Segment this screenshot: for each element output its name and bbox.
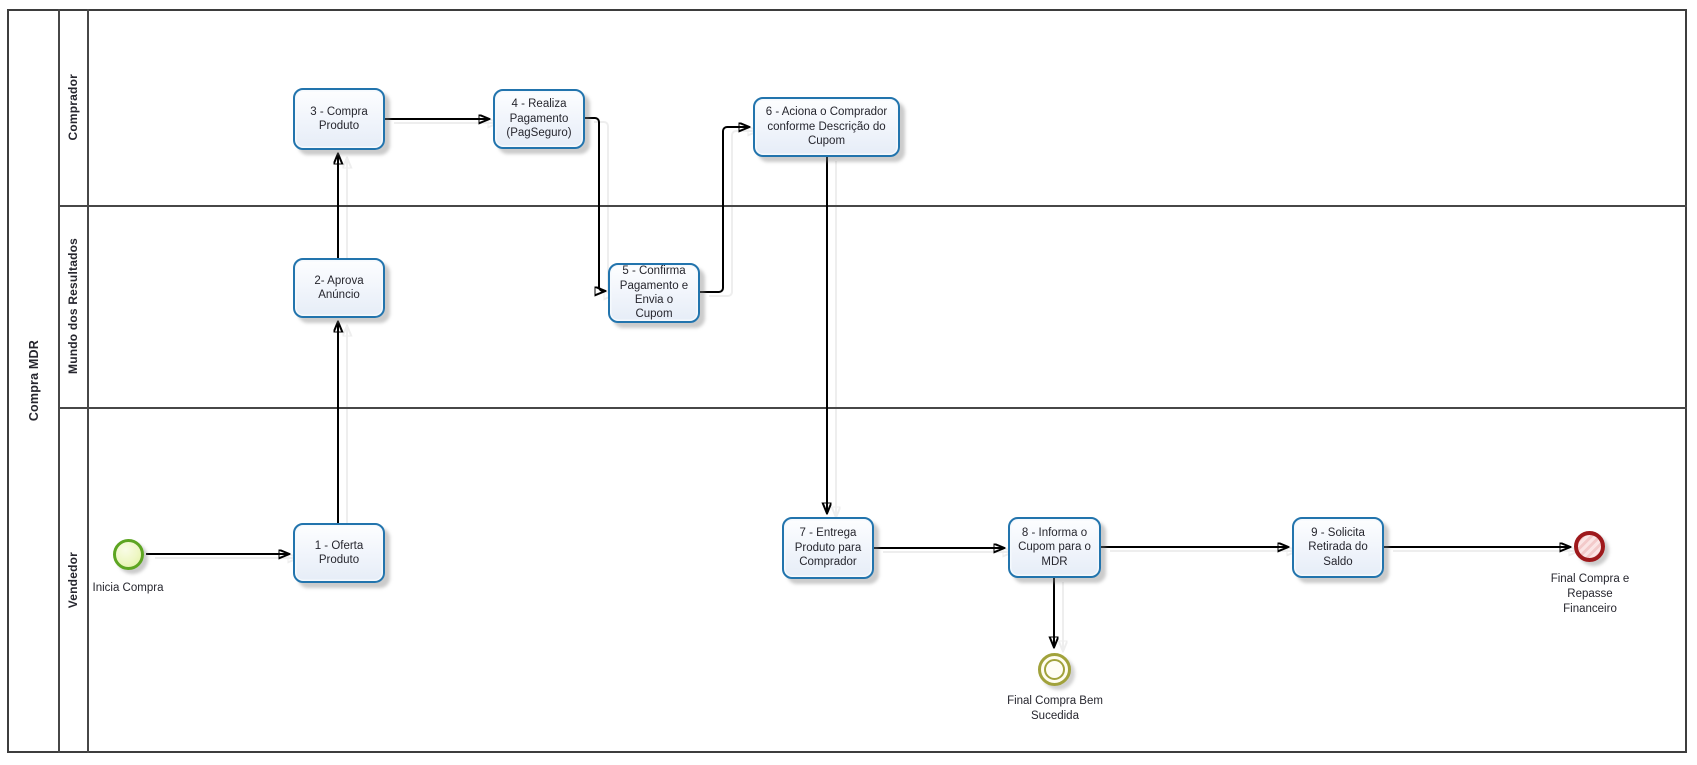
- task-label: 9 - Solicita Retirada do Saldo: [1308, 526, 1368, 568]
- task-7-entrega-produto[interactable]: 7 - Entrega Produto para Comprador: [782, 517, 874, 579]
- lane-name-divider: [87, 9, 89, 753]
- task-label: 5 - Confirma Pagamento e Envia o Cupom: [619, 265, 689, 321]
- pool-label: Compra MDR: [26, 340, 41, 422]
- task-4-realiza-pagamento[interactable]: 4 - Realiza Pagamento (PagSeguro): [493, 89, 585, 149]
- task-label: 2- Aprova Anúncio: [314, 274, 364, 301]
- start-event-label: Inicia Compra: [92, 582, 164, 594]
- task-label: 3 - Compra Produto: [310, 105, 368, 132]
- pool-name-divider: [58, 9, 60, 753]
- lane-label: Comprador: [66, 74, 80, 141]
- task-9-solicita-retirada[interactable]: 9 - Solicita Retirada do Saldo: [1292, 517, 1384, 578]
- lane-label: Mundo dos Resultados: [66, 238, 80, 374]
- end-event-success-label: Final Compra Bem Sucedida: [1007, 695, 1103, 722]
- end-event-final-compra-repasse[interactable]: [1574, 531, 1605, 562]
- lane-label: Vendedor: [66, 551, 80, 609]
- task-3-compra-produto[interactable]: 3 - Compra Produto: [293, 88, 385, 150]
- lane-divider-1: [58, 205, 1687, 207]
- task-label: 7 - Entrega Produto para Comprador: [794, 527, 862, 569]
- lane-label-vendedor: Vendedor: [59, 408, 87, 752]
- lane-divider-2: [58, 407, 1687, 409]
- lane-label-mundo-dos-resultados: Mundo dos Resultados: [59, 206, 87, 406]
- pool-label-cell: Compra MDR: [9, 11, 58, 751]
- start-event-inicia-compra[interactable]: [113, 539, 144, 570]
- task-label: 4 - Realiza Pagamento (PagSeguro): [506, 98, 572, 140]
- task-label: 6 - Aciona o Comprador conforme Descriçã…: [765, 106, 888, 148]
- end-event-inner-ring: [1044, 659, 1065, 680]
- pool-compra-mdr: [7, 9, 1687, 753]
- task-6-aciona-comprador[interactable]: 6 - Aciona o Comprador conforme Descriçã…: [753, 97, 900, 157]
- task-label: 1 - Oferta Produto: [314, 539, 364, 566]
- task-2-aprova-anuncio[interactable]: 2- Aprova Anúncio: [293, 258, 385, 318]
- task-1-oferta-produto[interactable]: 1 - Oferta Produto: [293, 523, 385, 583]
- task-label: 8 - Informa o Cupom para o MDR: [1018, 526, 1091, 568]
- end-event-financial-label: Final Compra e Repasse Financeiro: [1550, 573, 1630, 615]
- lane-label-comprador: Comprador: [59, 11, 87, 204]
- task-8-informa-cupom[interactable]: 8 - Informa o Cupom para o MDR: [1008, 517, 1101, 578]
- task-5-confirma-pagamento[interactable]: 5 - Confirma Pagamento e Envia o Cupom: [608, 263, 700, 323]
- end-event-final-compra-bem-sucedida[interactable]: [1038, 653, 1071, 686]
